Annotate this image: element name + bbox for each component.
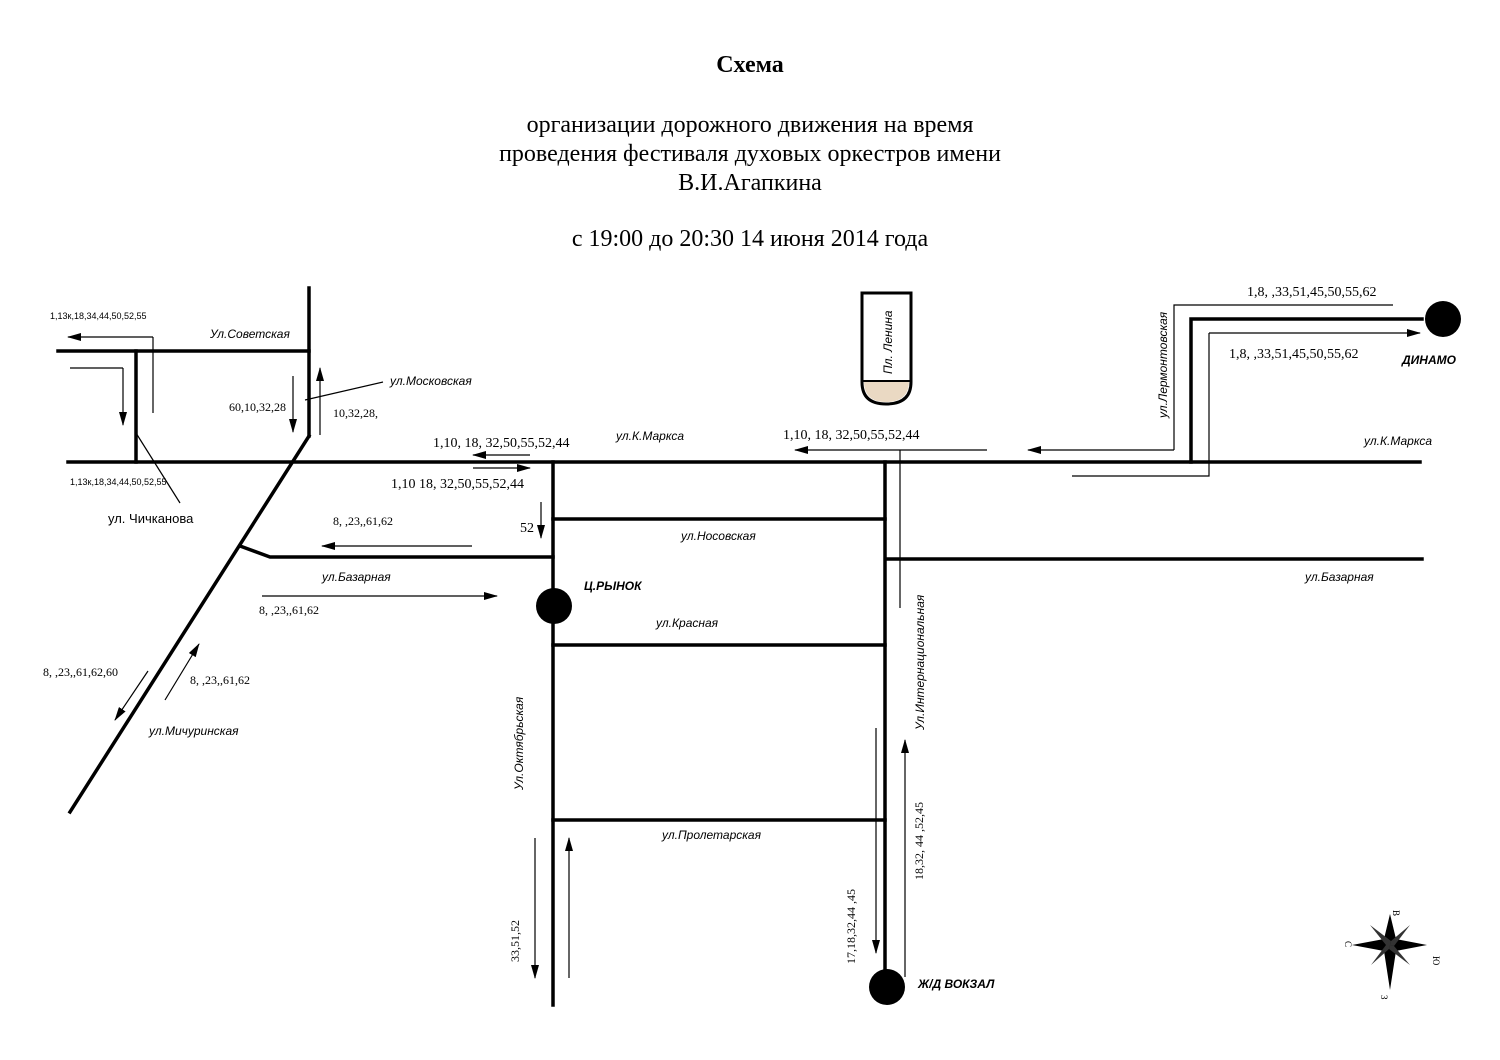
label-michurinskaya: ул.Мичуринская bbox=[148, 724, 239, 738]
label-routes-internatsionalnaya: 18,32, 44 ,52,45 bbox=[912, 802, 926, 880]
road-michurinskaya bbox=[67, 433, 312, 815]
compass-west-point bbox=[1352, 939, 1390, 951]
label-route-52: 52 bbox=[520, 521, 534, 536]
label-stop-rynok: Ц.РЫНОК bbox=[584, 579, 643, 593]
compass-rose: В Ю З С bbox=[1343, 910, 1441, 1000]
map-subtitle-line-1: организации дорожного движения на время bbox=[526, 112, 974, 138]
route-line-lermontovskaya-inner bbox=[1072, 333, 1210, 477]
label-routes-oktyabrskaya: 33,51,52 bbox=[508, 920, 522, 962]
label-oktyabrskaya: Ул.Октябрьская bbox=[512, 696, 526, 791]
label-internatsionalnaya: Ул.Интернациональная bbox=[913, 594, 927, 731]
label-routes-moskovskaya-down: 60,10,32,28 bbox=[229, 400, 286, 414]
label-k-marksa-right: ул.К.Маркса bbox=[1363, 434, 1432, 448]
label-moskovskaya: ул.Московская bbox=[389, 374, 472, 388]
compass-north-point bbox=[1384, 914, 1396, 945]
label-routes-michurinskaya-up: 8, ,23,,61,62 bbox=[190, 673, 250, 687]
label-routes-sovetskaya-top: 1,13к,18,34,44,50,52,55 bbox=[50, 311, 147, 321]
label-routes-dinamo-top: 1,8, ,33,51,45,50,55,62 bbox=[1247, 285, 1377, 300]
pl-lenina-fill bbox=[864, 381, 909, 402]
label-k-marksa-left: ул.К.Маркса bbox=[615, 429, 684, 443]
map-subtitle-line-2: проведения фестиваля духовых оркестров и… bbox=[499, 141, 1001, 167]
compass-label-s: С bbox=[1343, 941, 1353, 947]
label-routes-vokzal: 17,18,32,44 ,45 bbox=[844, 889, 858, 964]
label-routes-sovetskaya-bottom: 1,13к,18,34,44,50,52,55 bbox=[70, 477, 167, 487]
road-bazarnaya-west bbox=[237, 543, 555, 559]
label-bazarnaya-left: ул.Базарная bbox=[321, 570, 391, 584]
label-routes-marksa-east: 1,10 18, 32,50,55,52,44 bbox=[391, 477, 524, 492]
pl-lenina-shape bbox=[860, 291, 913, 406]
compass-label-v: В bbox=[1391, 910, 1401, 916]
route-line-lermontovskaya-outer bbox=[1173, 304, 1393, 450]
leader-moskovskaya bbox=[304, 381, 384, 401]
compass-label-z: З bbox=[1379, 995, 1389, 1000]
stop-vokzal-marker bbox=[869, 969, 905, 1005]
label-routes-moskovskaya-up: 10,32,28, bbox=[333, 406, 378, 420]
stop-rynok-marker bbox=[536, 588, 572, 624]
label-stop-dinamo: ДИНАМО bbox=[1401, 353, 1457, 367]
label-routes-bazarnaya-east: 8, ,23,,61,62 bbox=[259, 603, 319, 617]
compass-label-yu: Ю bbox=[1431, 956, 1441, 965]
map-subtitle-line-3: В.И.Агапкина bbox=[678, 170, 822, 196]
compass-south-point bbox=[1384, 945, 1396, 990]
label-pl-lenina: Пл. Ленина bbox=[881, 310, 895, 374]
compass-nw-point bbox=[1370, 925, 1391, 945]
label-routes-michurinskaya-down: 8, ,23,,61,62,60 bbox=[43, 665, 118, 679]
label-bazarnaya-right: ул.Базарная bbox=[1304, 570, 1374, 584]
compass-se-point bbox=[1389, 945, 1410, 965]
compass-ne-point bbox=[1390, 925, 1410, 946]
label-chichkanova: ул. Чичканова bbox=[108, 511, 194, 526]
leader-chichkanova bbox=[135, 432, 181, 504]
stop-dinamo-marker bbox=[1425, 301, 1461, 337]
route-arrow-michurinskaya-south bbox=[114, 670, 149, 721]
label-routes-marksa-middle: 1,10, 18, 32,50,55,52,44 bbox=[783, 428, 920, 443]
label-routes-dinamo-bottom: 1,8, ,33,51,45,50,55,62 bbox=[1229, 347, 1359, 362]
map-title: Схема bbox=[716, 52, 784, 78]
label-routes-marksa-west: 1,10, 18, 32,50,55,52,44 bbox=[433, 436, 570, 451]
label-nosovskaya: ул.Носовская bbox=[680, 529, 756, 543]
label-proletarskaya: ул.Пролетарская bbox=[661, 828, 762, 842]
map-time-period: с 19:00 до 20:30 14 июня 2014 года bbox=[571, 226, 929, 252]
label-lermontovskaya: ул.Лермонтовская bbox=[1156, 311, 1170, 419]
route-arrow-michurinskaya-north bbox=[164, 643, 200, 701]
compass-sw-point bbox=[1371, 945, 1390, 965]
road-lermontovskaya bbox=[1189, 317, 1424, 464]
label-sovetskaya: Ул.Советская bbox=[209, 327, 290, 341]
label-krasnaya: ул.Красная bbox=[655, 616, 719, 630]
compass-east-point bbox=[1390, 939, 1427, 951]
label-stop-vokzal: Ж/Д ВОКЗАЛ bbox=[917, 977, 995, 991]
label-routes-bazarnaya-west: 8, ,23,,61,62 bbox=[333, 514, 393, 528]
